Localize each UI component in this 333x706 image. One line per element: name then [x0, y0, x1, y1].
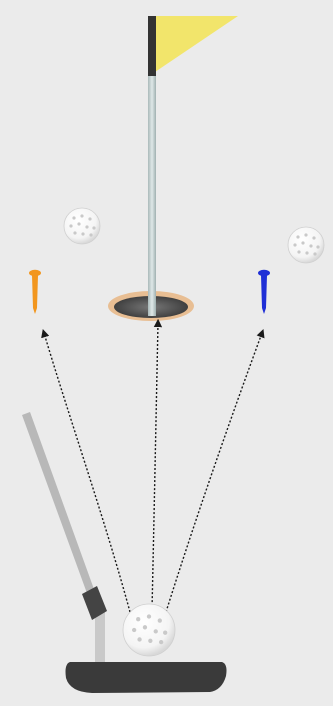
putter-shaft: [22, 412, 95, 596]
blue-tee-shaft: [261, 275, 267, 314]
putter-hosel: [95, 610, 105, 666]
golf-tee-icon: [258, 270, 270, 314]
orange-tee-shaft: [32, 275, 38, 314]
trajectory-center: [152, 323, 158, 610]
golf-putter-icon: [22, 412, 227, 693]
flag-pennant: [152, 16, 238, 74]
dotted-arrow-icon: [44, 323, 262, 612]
golf-hole-icon: [108, 290, 194, 321]
golf-ball-icon: [123, 604, 175, 656]
golf-tee-icon: [29, 270, 41, 314]
putter-head: [66, 662, 227, 693]
golf-ball-icon: [64, 208, 100, 244]
golf-ball-icon: [288, 227, 324, 263]
flag-pole-base: [148, 290, 156, 316]
trajectory-right: [166, 333, 262, 612]
golf-flag-icon: [148, 16, 238, 316]
flag-pole-cap: [148, 16, 156, 76]
